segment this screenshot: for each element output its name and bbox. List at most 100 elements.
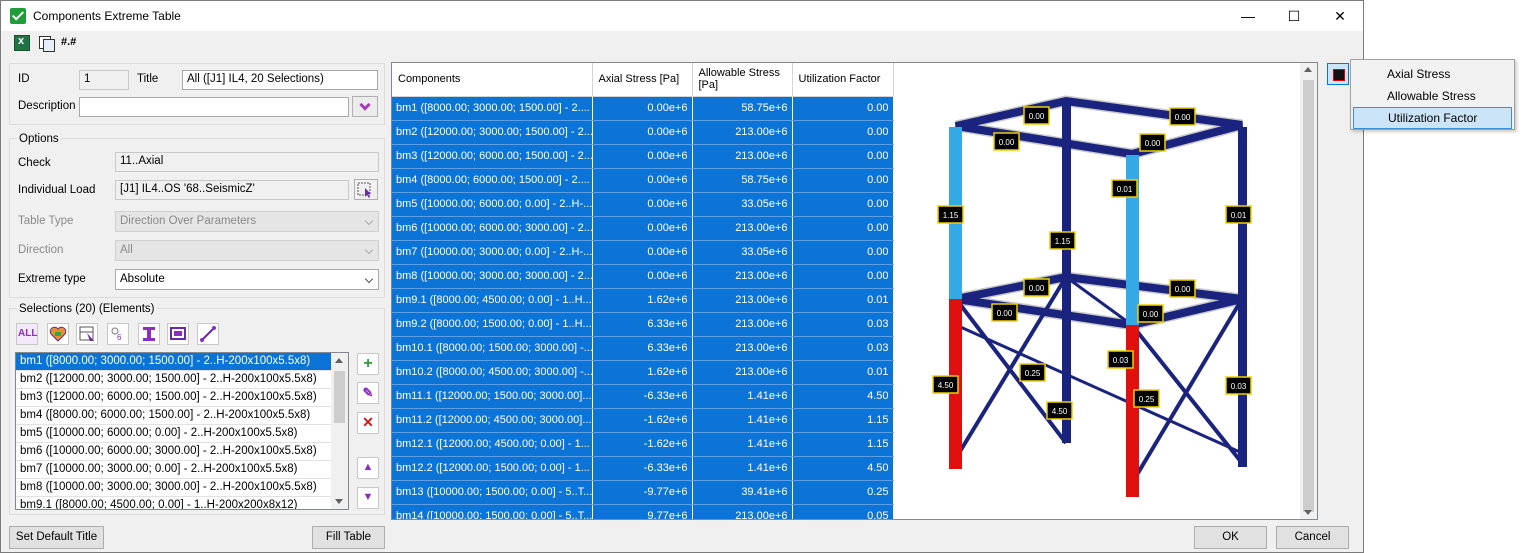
section-selection-button[interactable]: 6: [107, 323, 129, 345]
cell-utilization[interactable]: 0.00: [792, 192, 894, 217]
list-item[interactable]: bm2 ([12000.00; 3000.00; 1500.00] - 2..H…: [16, 371, 348, 389]
cell-axial-stress[interactable]: 1.62e+6: [592, 360, 693, 385]
extreme-type-select[interactable]: Absolute: [115, 269, 379, 290]
title-bar[interactable]: Components Extreme Table — ☐ ✕: [1, 1, 1363, 31]
select-all-button[interactable]: ALL: [16, 323, 38, 345]
result-type-menu-button[interactable]: [1327, 63, 1349, 85]
maximize-button[interactable]: ☐: [1287, 8, 1301, 24]
cell-utilization[interactable]: 4.50: [792, 384, 894, 409]
cell-component[interactable]: bm3 ([12000.00; 6000.00; 1500.00] - 2...: [392, 144, 593, 169]
cell-component[interactable]: bm12.1 ([12000.00; 4500.00; 0.00] - 1...: [392, 432, 593, 457]
cell-allowable-stress[interactable]: 33.05e+6: [692, 240, 793, 265]
cell-component[interactable]: bm7 ([10000.00; 3000.00; 0.00] - 2..H-..…: [392, 240, 593, 265]
table-row[interactable]: bm3 ([12000.00; 6000.00; 1500.00] - 2...…: [392, 144, 894, 169]
cell-allowable-stress[interactable]: 1.41e+6: [692, 432, 793, 457]
table-row[interactable]: bm1 ([8000.00; 3000.00; 1500.00] - 2....…: [392, 96, 894, 121]
favorites-button[interactable]: [47, 323, 69, 345]
cell-axial-stress[interactable]: 6.33e+6: [592, 336, 693, 361]
cell-allowable-stress[interactable]: 213.00e+6: [692, 288, 793, 313]
table-row[interactable]: bm9.2 ([8000.00; 1500.00; 0.00] - 1..H..…: [392, 312, 894, 337]
cell-allowable-stress[interactable]: 213.00e+6: [692, 120, 793, 145]
cell-axial-stress[interactable]: 0.00e+6: [592, 216, 693, 241]
cell-utilization[interactable]: 4.50: [792, 456, 894, 481]
list-item[interactable]: bm7 ([10000.00; 3000.00; 0.00] - 2..H-20…: [16, 461, 348, 479]
cell-axial-stress[interactable]: -1.62e+6: [592, 432, 693, 457]
cell-component[interactable]: bm12.2 ([12000.00; 1500.00; 0.00] - 1...: [392, 456, 593, 481]
box-selection-button[interactable]: [167, 323, 189, 345]
list-item[interactable]: bm9.1 ([8000.00; 4500.00; 0.00] - 1..H-2…: [16, 497, 348, 509]
cell-utilization[interactable]: 0.00: [792, 216, 894, 241]
cell-component[interactable]: bm9.2 ([8000.00; 1500.00; 0.00] - 1..H..…: [392, 312, 593, 337]
line-selection-button[interactable]: [197, 323, 219, 345]
col-header-allowable-stress[interactable]: Allowable Stress [Pa]: [692, 63, 793, 97]
cell-allowable-stress[interactable]: 213.00e+6: [692, 504, 793, 519]
cell-allowable-stress[interactable]: 33.05e+6: [692, 192, 793, 217]
cell-utilization[interactable]: 1.15: [792, 432, 894, 457]
table-scrollbar[interactable]: [1300, 63, 1317, 519]
table-row[interactable]: bm12.2 ([12000.00; 1500.00; 0.00] - 1...…: [392, 456, 894, 481]
table-scroll-thumb[interactable]: [1303, 80, 1314, 512]
number-format-button[interactable]: #.#: [61, 36, 77, 48]
copy-icon[interactable]: [38, 35, 55, 52]
list-scroll-thumb[interactable]: [334, 371, 345, 423]
cell-axial-stress[interactable]: -1.62e+6: [592, 408, 693, 433]
cell-allowable-stress[interactable]: 213.00e+6: [692, 360, 793, 385]
table-row[interactable]: bm6 ([10000.00; 6000.00; 3000.00] - 2...…: [392, 216, 894, 241]
list-item[interactable]: bm6 ([10000.00; 6000.00; 3000.00] - 2..H…: [16, 443, 348, 461]
scroll-down-icon[interactable]: [335, 499, 343, 504]
description-dropdown-button[interactable]: [352, 96, 378, 117]
table-row[interactable]: bm9.1 ([8000.00; 4500.00; 0.00] - 1..H..…: [392, 288, 894, 313]
fill-table-button[interactable]: Fill Table: [312, 526, 385, 549]
list-item[interactable]: bm1 ([8000.00; 3000.00; 1500.00] - 2..H-…: [16, 353, 348, 371]
table-row[interactable]: bm11.2 ([12000.00; 4500.00; 3000.00]...-…: [392, 408, 894, 433]
cell-axial-stress[interactable]: 6.33e+6: [592, 312, 693, 337]
cell-allowable-stress[interactable]: 213.00e+6: [692, 216, 793, 241]
cell-axial-stress[interactable]: -6.33e+6: [592, 456, 693, 481]
cell-utilization[interactable]: 0.00: [792, 168, 894, 193]
title-field[interactable]: All ([J1] IL4, 20 Selections): [182, 70, 378, 90]
table-row[interactable]: bm13 ([10000.00; 1500.00; 0.00] - 5..T..…: [392, 480, 894, 505]
cell-allowable-stress[interactable]: 58.75e+6: [692, 168, 793, 193]
col-header-axial-stress[interactable]: Axial Stress [Pa]: [592, 63, 693, 97]
cell-allowable-stress[interactable]: 1.41e+6: [692, 384, 793, 409]
menu-item-allowable-stress[interactable]: Allowable Stress: [1387, 89, 1476, 103]
cell-component[interactable]: bm6 ([10000.00; 6000.00; 3000.00] - 2...: [392, 216, 593, 241]
set-default-title-button[interactable]: Set Default Title: [9, 526, 104, 549]
cell-utilization[interactable]: 0.03: [792, 336, 894, 361]
cell-component[interactable]: bm8 ([10000.00; 3000.00; 3000.00] - 2...: [392, 264, 593, 289]
menu-item-axial-stress[interactable]: Axial Stress: [1387, 67, 1451, 81]
remove-selection-button[interactable]: ✕: [357, 412, 379, 434]
list-item[interactable]: bm8 ([10000.00; 3000.00; 3000.00] - 2..H…: [16, 479, 348, 497]
cell-axial-stress[interactable]: 0.00e+6: [592, 240, 693, 265]
cell-component[interactable]: bm9.1 ([8000.00; 4500.00; 0.00] - 1..H..…: [392, 288, 593, 313]
pick-load-button[interactable]: [354, 179, 378, 200]
table-row[interactable]: bm2 ([12000.00; 3000.00; 1500.00] - 2...…: [392, 120, 894, 145]
add-selection-button[interactable]: +: [357, 353, 379, 375]
list-item[interactable]: bm4 ([8000.00; 6000.00; 1500.00] - 2..H-…: [16, 407, 348, 425]
cell-utilization[interactable]: 0.00: [792, 144, 894, 169]
move-up-button[interactable]: ▲: [357, 457, 379, 479]
cell-utilization[interactable]: 0.00: [792, 240, 894, 265]
cell-component[interactable]: bm4 ([8000.00; 6000.00; 1500.00] - 2....: [392, 168, 593, 193]
cell-component[interactable]: bm5 ([10000.00; 6000.00; 0.00] - 2..H-..…: [392, 192, 593, 217]
cell-axial-stress[interactable]: 0.00e+6: [592, 168, 693, 193]
selection-list[interactable]: bm1 ([8000.00; 3000.00; 1500.00] - 2..H-…: [15, 352, 349, 510]
table-row[interactable]: bm4 ([8000.00; 6000.00; 1500.00] - 2....…: [392, 168, 894, 193]
cell-allowable-stress[interactable]: 1.41e+6: [692, 408, 793, 433]
col-header-utilization[interactable]: Utilization Factor: [792, 63, 894, 97]
cell-axial-stress[interactable]: -6.33e+6: [592, 384, 693, 409]
cell-allowable-stress[interactable]: 58.75e+6: [692, 96, 793, 121]
cell-utilization[interactable]: 0.01: [792, 360, 894, 385]
menu-item-utilization-factor[interactable]: Utilization Factor: [1353, 107, 1512, 129]
cell-utilization[interactable]: 0.00: [792, 120, 894, 145]
cell-axial-stress[interactable]: 0.00e+6: [592, 144, 693, 169]
col-header-components[interactable]: Components: [392, 63, 593, 97]
cell-utilization[interactable]: 1.15: [792, 408, 894, 433]
table-row[interactable]: bm8 ([10000.00; 3000.00; 3000.00] - 2...…: [392, 264, 894, 289]
cell-component[interactable]: bm11.2 ([12000.00; 4500.00; 3000.00]...: [392, 408, 593, 433]
table-row[interactable]: bm10.1 ([8000.00; 1500.00; 3000.00] -...…: [392, 336, 894, 361]
edit-selection-button[interactable]: ✎: [357, 382, 379, 404]
cell-allowable-stress[interactable]: 213.00e+6: [692, 144, 793, 169]
cell-axial-stress[interactable]: -9.77e+6: [592, 480, 693, 505]
